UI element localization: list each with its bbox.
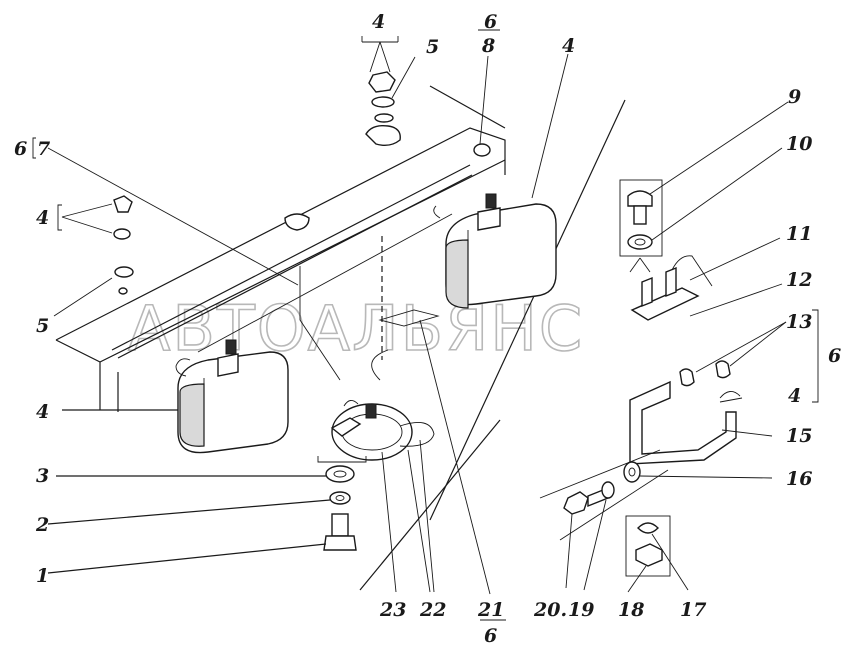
callout-1: 1	[36, 565, 49, 587]
callout-8-top: 8	[481, 35, 495, 57]
relay-assembly	[330, 400, 435, 461]
callout-12: 12	[786, 269, 812, 291]
callout-17: 17	[680, 599, 706, 621]
callout-labels: 4 5 6 8 4 6 7 4 5 4 3 2 1 9 10 11 12 13 …	[14, 11, 841, 647]
callout-6-bottom: 6	[484, 625, 497, 647]
callout-20: 20.	[533, 599, 567, 621]
callout-5-left: 5	[36, 315, 49, 337]
callout-6-top: 6	[484, 11, 497, 33]
callout-22: 22	[419, 599, 446, 621]
callout-4-lamp-right: 4	[562, 35, 575, 57]
callout-6-right: 6	[828, 345, 841, 367]
callout-23: 23	[379, 599, 406, 621]
bottom-center-leaders	[381, 319, 506, 621]
callout-10: 10	[786, 133, 812, 155]
watermark-text: АВТОАЛЬЯНС	[128, 292, 584, 365]
callout-16: 16	[786, 468, 812, 490]
nut-icon	[368, 71, 396, 93]
lower-left-fasteners	[47, 456, 367, 574]
callout-21: 21	[477, 599, 504, 621]
callout-19: 19	[568, 599, 594, 621]
callout-15: 15	[786, 425, 812, 447]
washer-icon	[113, 228, 131, 240]
callout-4-lamp-left: 4	[36, 401, 49, 423]
callout-4-top: 4	[372, 11, 385, 33]
callout-3: 3	[36, 465, 49, 487]
callout-13: 13	[786, 311, 812, 333]
right-switch-group	[619, 101, 789, 321]
washer-icon	[374, 113, 394, 123]
wiring-harness	[197, 213, 453, 381]
callout-2: 2	[35, 514, 49, 536]
washer-icon	[371, 96, 395, 108]
lower-right-fasteners	[539, 449, 773, 593]
callout-5-top: 5	[426, 36, 439, 58]
callout-7-left: 7	[37, 138, 50, 160]
callout-6-left: 6	[14, 138, 27, 160]
top-fastener-group	[361, 36, 416, 147]
left-fog-lamp	[62, 339, 289, 454]
bracket-plate-icon	[365, 124, 401, 147]
right-bracket-group	[629, 309, 819, 465]
washer-icon	[114, 266, 134, 278]
callout-18: 18	[618, 599, 644, 621]
callout-11: 11	[786, 223, 812, 245]
callout-4-right: 4	[788, 385, 801, 407]
bumper-frame	[55, 85, 626, 591]
callout-4-left: 4	[36, 207, 49, 229]
callout-9: 9	[788, 86, 801, 108]
hole-icon	[118, 287, 128, 295]
right-fog-lamp	[433, 53, 569, 309]
left-fastener-group	[53, 195, 134, 317]
nut-icon	[113, 195, 133, 213]
